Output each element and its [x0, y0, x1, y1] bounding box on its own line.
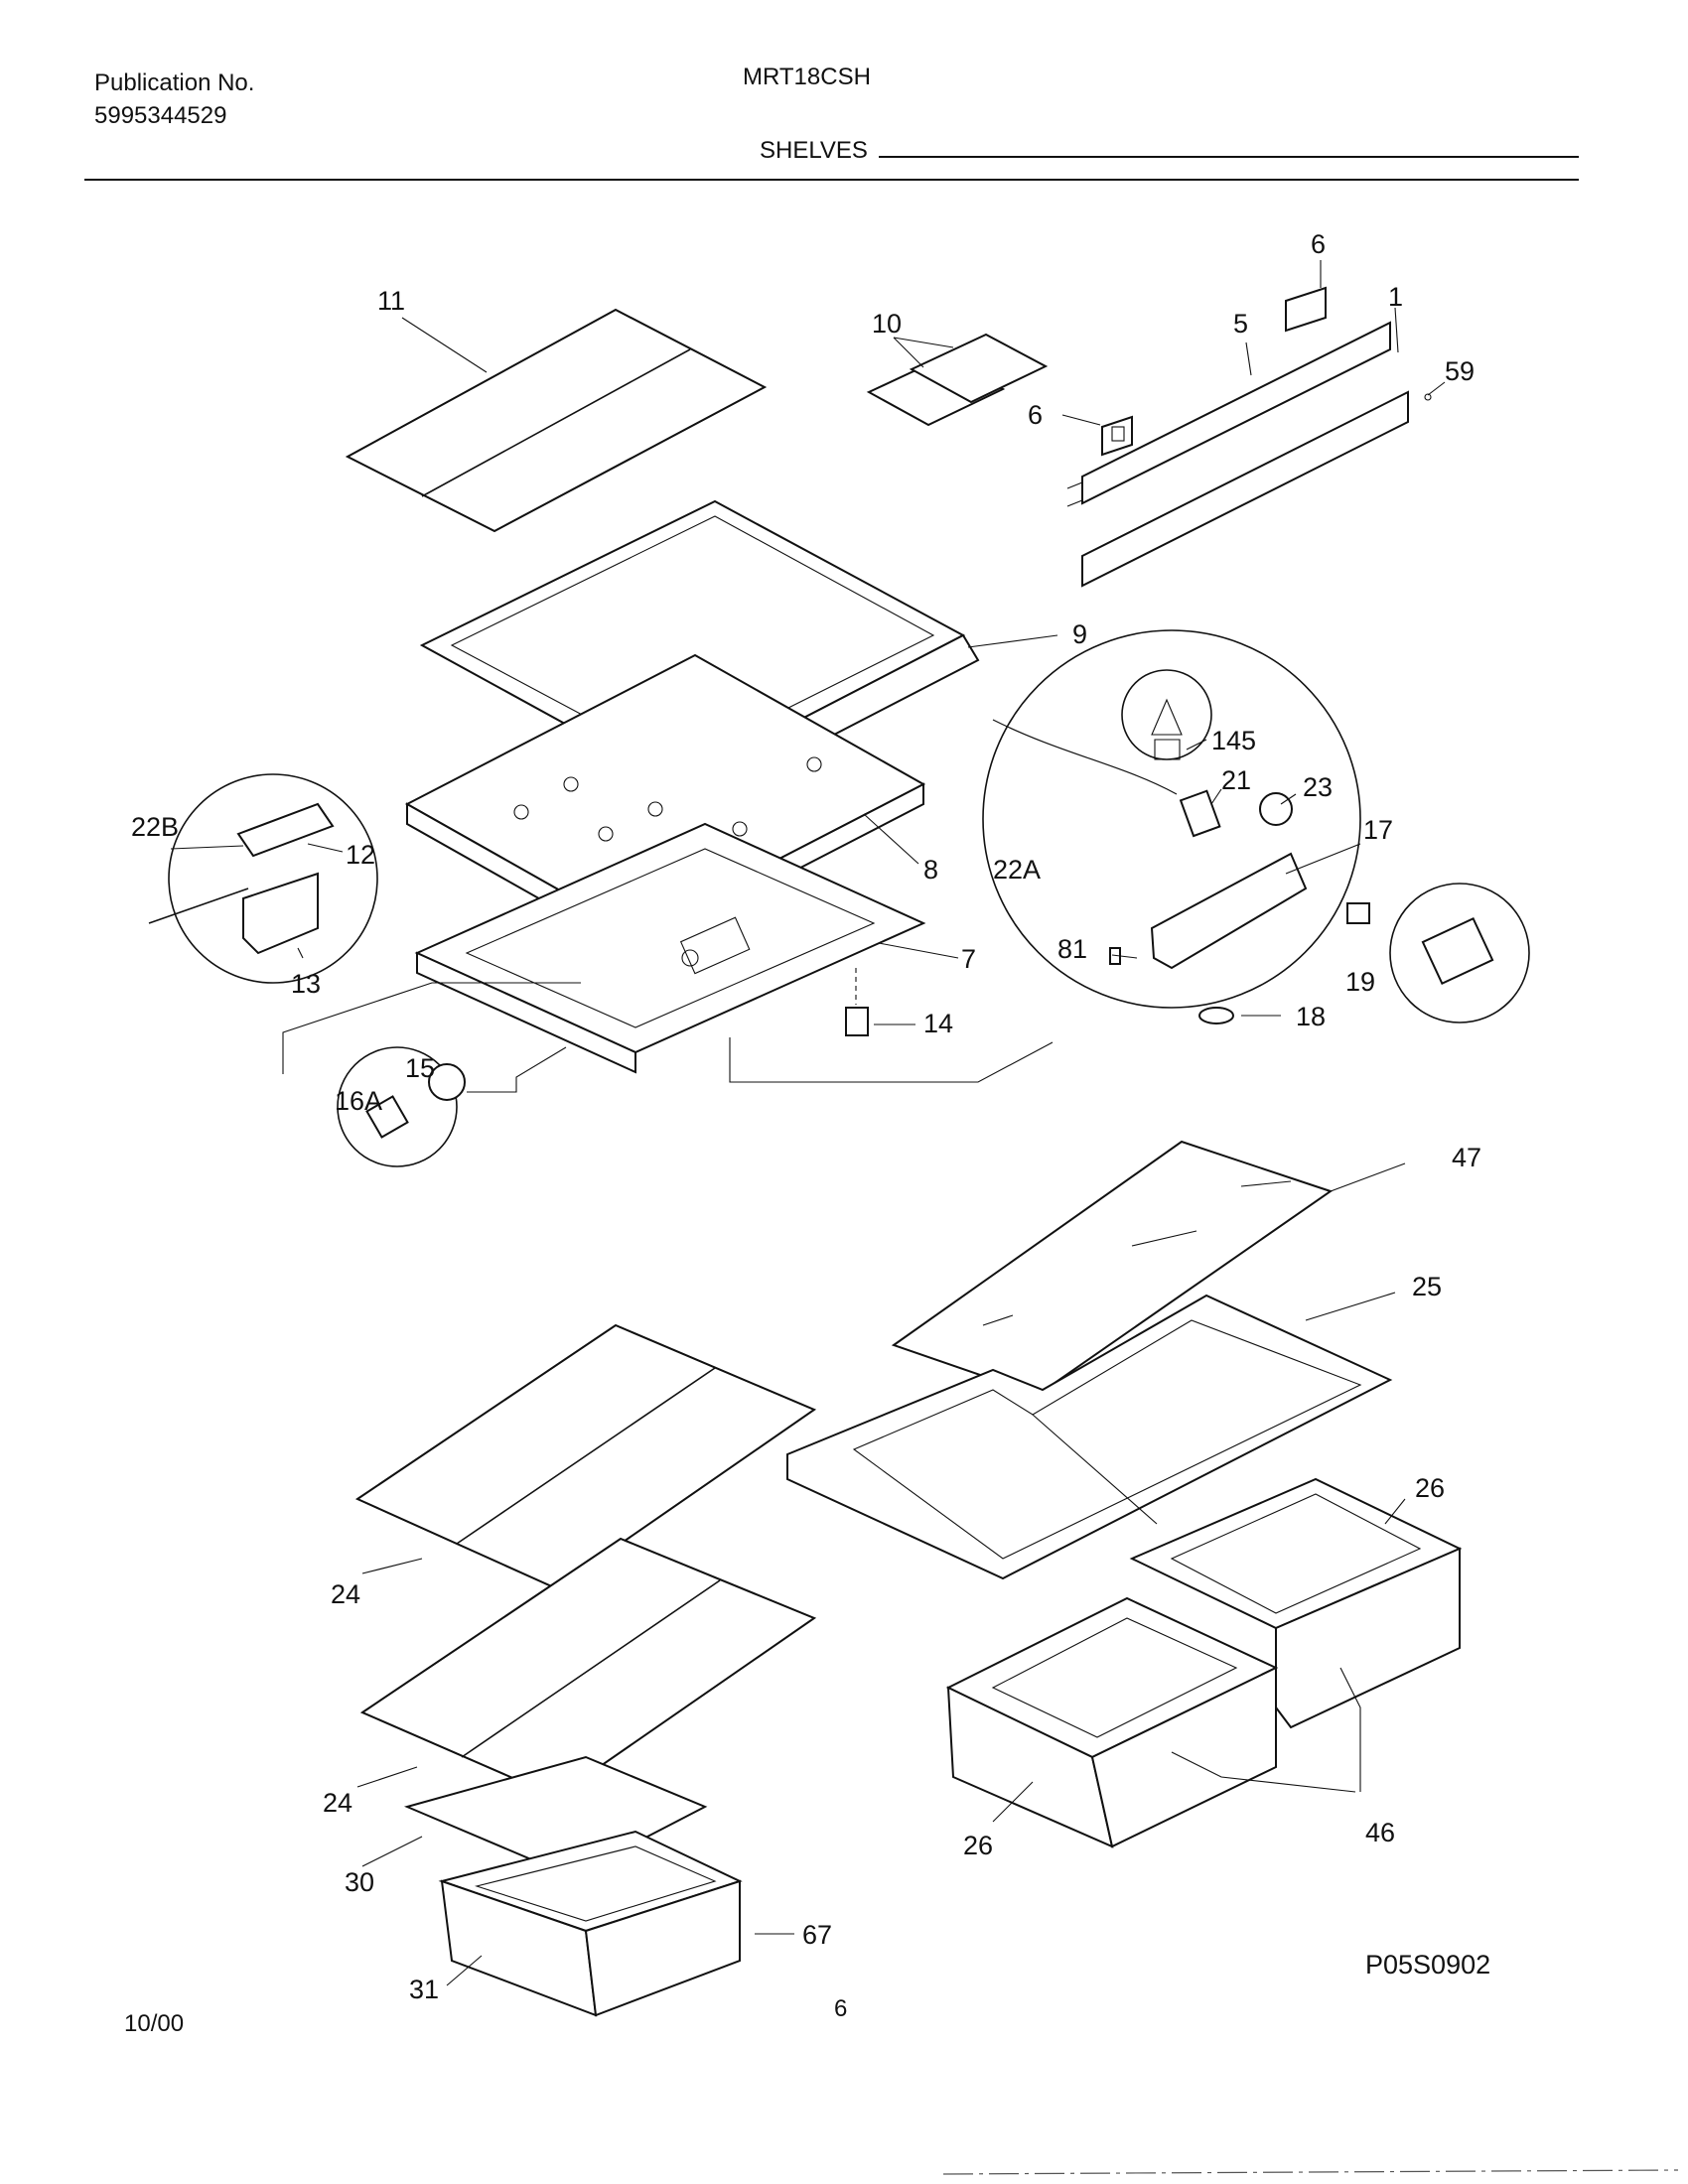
callout-22a: 22A — [993, 855, 1041, 885]
header-rule — [84, 179, 1579, 181]
crisper-cover-frame — [786, 1294, 1393, 1580]
light-bulb-detail — [337, 1046, 466, 1167]
crisper-drawer-right — [1129, 1477, 1463, 1729]
callout-12: 12 — [346, 840, 375, 870]
publication-number: 5995344529 — [94, 102, 227, 129]
meat-drawer-cover — [403, 1755, 708, 1878]
scan-artifact-line — [942, 2169, 1679, 2175]
callout-31: 31 — [409, 1975, 439, 2004]
callout-7: 7 — [961, 944, 976, 974]
callout-25: 25 — [1412, 1272, 1442, 1301]
callout-18: 18 — [1296, 1002, 1326, 1031]
callout-24-lower: 24 — [323, 1788, 352, 1818]
figure-code: P05S0902 — [1365, 1950, 1491, 1979]
callout-8: 8 — [923, 855, 938, 885]
callout-145: 145 — [1211, 726, 1256, 755]
callouts: 1 5 6 6 59 10 11 9 8 7 14 22B 12 13 15 1… — [131, 229, 1481, 2004]
callout-6-left: 6 — [1028, 400, 1043, 430]
callout-30: 30 — [345, 1867, 374, 1897]
header-rule-short — [879, 156, 1579, 158]
callout-21: 21 — [1221, 765, 1251, 795]
callout-10: 10 — [872, 309, 902, 339]
callout-5: 5 — [1233, 309, 1248, 339]
callout-19: 19 — [1345, 967, 1375, 997]
callout-11: 11 — [377, 286, 405, 316]
leader-lines — [170, 260, 1446, 1986]
model-number: MRT18CSH — [743, 64, 871, 90]
light-housing-detail — [148, 773, 378, 984]
wire-shelf-upper — [354, 1323, 817, 1590]
page-number: 6 — [834, 1995, 848, 2022]
callout-46: 46 — [1365, 1818, 1395, 1847]
section-title: SHELVES — [760, 137, 868, 164]
callout-22b: 22B — [131, 812, 179, 842]
crisper-drawer-left — [945, 1596, 1279, 1848]
callout-13: 13 — [291, 969, 321, 999]
callout-26-left: 26 — [963, 1831, 993, 1860]
callout-1: 1 — [1388, 282, 1403, 312]
callout-26-right: 26 — [1415, 1473, 1445, 1503]
control-assembly-detail — [982, 629, 1530, 1024]
callout-17: 17 — [1363, 815, 1393, 845]
ice-trays — [866, 333, 1049, 427]
meat-drawer — [438, 1830, 743, 2017]
callout-6-top: 6 — [1311, 229, 1326, 259]
callout-47: 47 — [1452, 1143, 1481, 1172]
callout-9: 9 — [1072, 619, 1087, 649]
callout-15: 15 — [405, 1053, 435, 1083]
publication-label: Publication No. — [94, 69, 255, 96]
light-switch — [845, 968, 869, 1036]
callout-59: 59 — [1445, 356, 1475, 386]
callout-81: 81 — [1057, 934, 1087, 964]
footer-date: 10/00 — [124, 2010, 185, 2037]
callout-23: 23 — [1303, 772, 1333, 802]
callout-24-upper: 24 — [331, 1579, 360, 1609]
callout-16a: 16A — [335, 1086, 382, 1116]
wire-shelf-lower — [359, 1537, 817, 1799]
freezer-wire-shelf — [345, 308, 768, 533]
callout-67: 67 — [802, 1920, 832, 1950]
front-trim-bars — [1066, 286, 1432, 588]
callout-14: 14 — [923, 1009, 953, 1038]
